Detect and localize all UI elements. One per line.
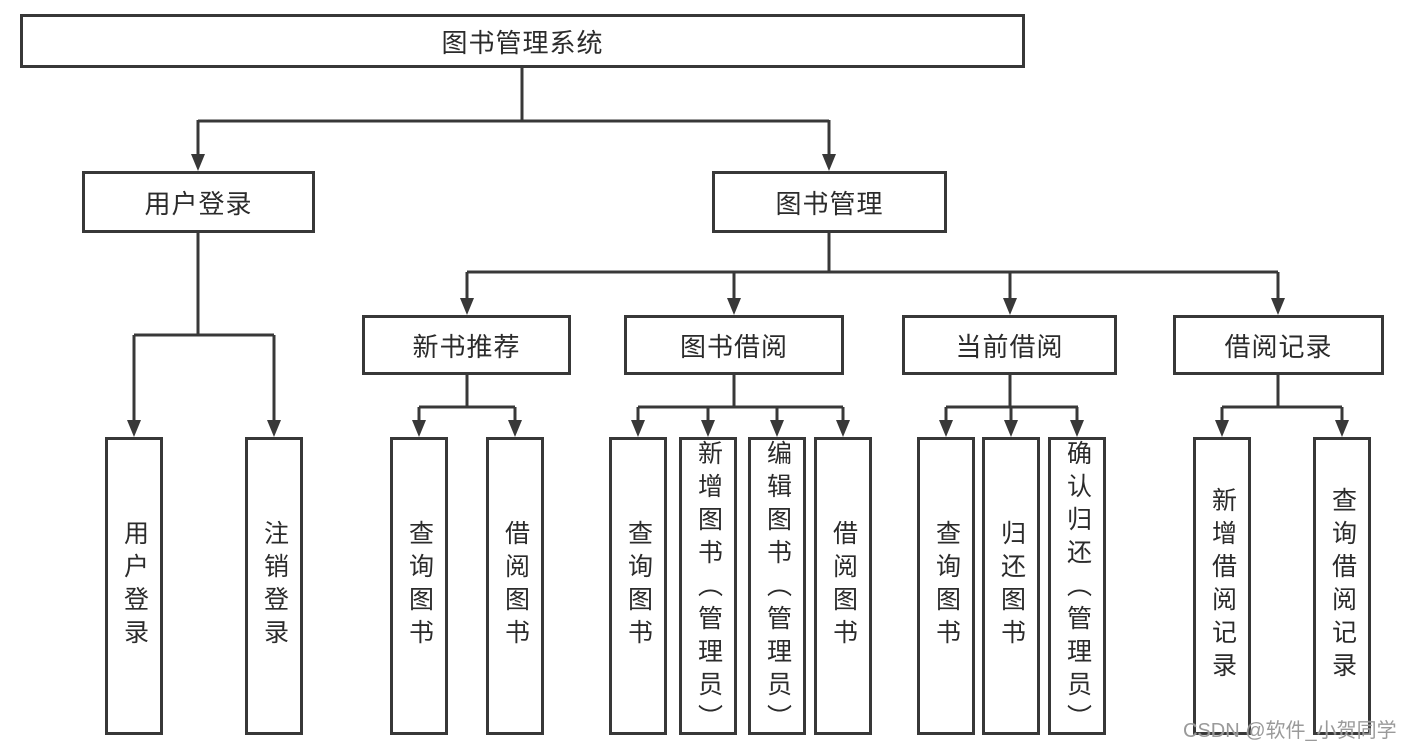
leaf-confirm-return-admin: 确认归还（管理员） (1048, 437, 1106, 737)
node-book-borrowing: 图书借阅 (624, 315, 844, 375)
node-current-borrowing: 当前借阅 (902, 315, 1117, 375)
leaf-edit-books-admin: 编辑图书（管理员） (748, 437, 806, 737)
leaf-logout: 注销登录 (245, 437, 303, 735)
leaf-add-books-admin: 新增图书（管理员） (679, 437, 737, 737)
connector-lines (132, 68, 1344, 424)
leaf-borrow-books-recommend: 借阅图书 (486, 437, 544, 735)
leaf-query-books-borrowing: 查询图书 (609, 437, 667, 735)
leaf-add-borrow-record: 新增借阅记录 (1193, 437, 1251, 735)
leaf-query-books-current: 查询图书 (917, 437, 975, 735)
node-book-management: 图书管理 (712, 171, 947, 233)
node-new-book-recommend: 新书推荐 (362, 315, 571, 375)
node-user-login: 用户登录 (82, 171, 315, 233)
leaf-borrow-books: 借阅图书 (814, 437, 872, 735)
leaf-user-login: 用户登录 (105, 437, 163, 735)
leaf-query-books-recommend: 查询图书 (390, 437, 448, 735)
leaf-return-books: 归还图书 (982, 437, 1040, 735)
csdn-watermark: CSDN @软件_小贺同学 (1183, 720, 1397, 742)
leaf-query-borrow-record: 查询借阅记录 (1313, 437, 1371, 735)
node-borrowing-records: 借阅记录 (1173, 315, 1384, 375)
node-root-library-system: 图书管理系统 (20, 14, 1025, 68)
